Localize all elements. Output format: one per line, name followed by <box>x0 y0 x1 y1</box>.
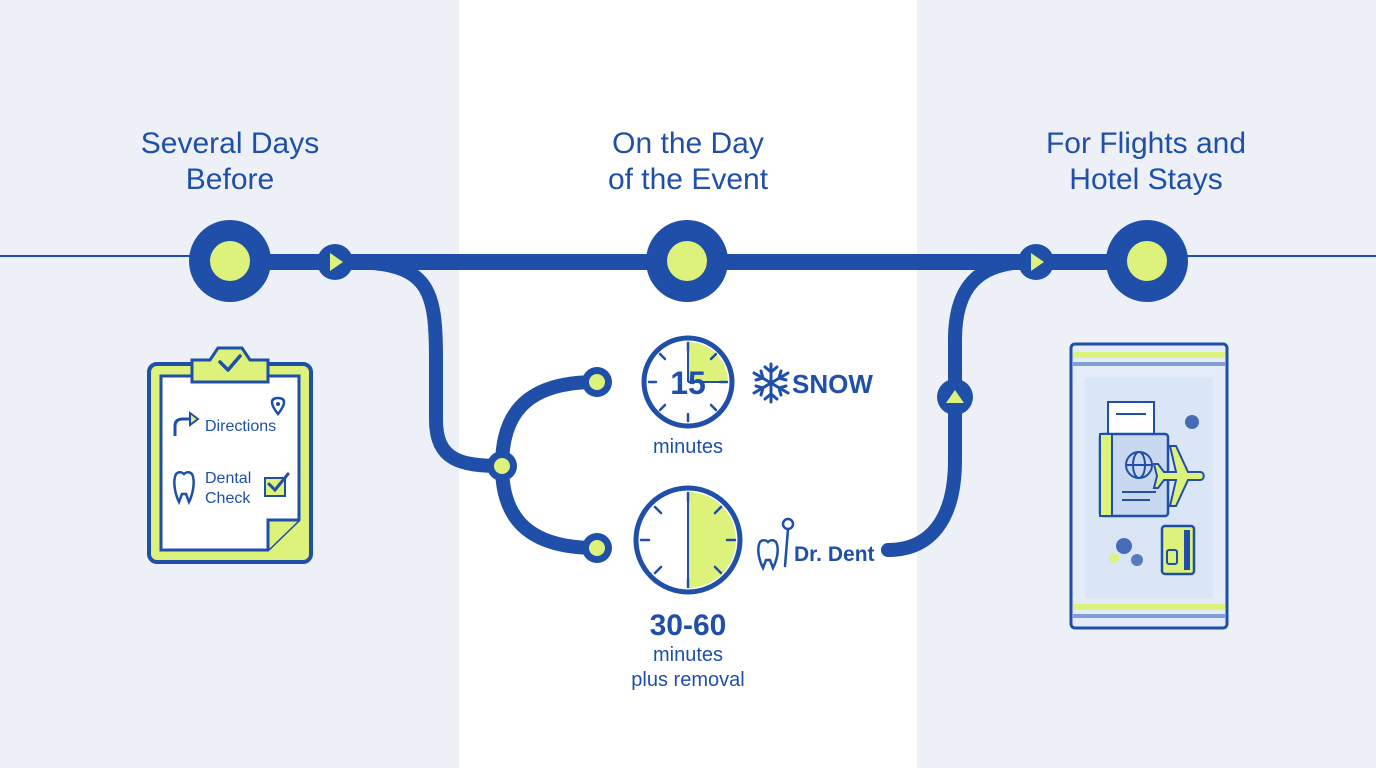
timer-long-number: 30-60 <box>650 609 727 642</box>
globe-icon <box>1125 451 1153 479</box>
fork-node <box>487 451 517 481</box>
location-pin-icon <box>270 396 286 417</box>
snow-brand: SNOW <box>792 369 873 399</box>
airplane-icon <box>1152 445 1205 507</box>
stage-node-2 <box>646 220 728 302</box>
stage-heading-several-days: Several Days Before <box>80 126 380 198</box>
timer-icon <box>633 485 743 595</box>
clipboard-icon <box>147 346 313 564</box>
stage-heading-flights-hotels: For Flights and Hotel Stays <box>996 126 1296 198</box>
stage-node-1 <box>189 220 271 302</box>
branch-down-track <box>343 255 509 473</box>
timer-long-unit: minutes <box>653 644 723 666</box>
heading-line: of the Event <box>607 163 769 196</box>
arrow-turn-icon <box>173 417 194 436</box>
heading-line: Before <box>185 163 275 196</box>
snowflake-icon <box>752 362 790 404</box>
timer-short-unit: minutes <box>653 436 723 458</box>
branch-end-node <box>582 367 612 397</box>
stage-node-3 <box>1106 220 1188 302</box>
dental-mirror-icon <box>757 517 795 572</box>
heading-line: Several Days <box>140 127 320 160</box>
timer-long-note: plus removal <box>631 669 744 691</box>
checklist-directions: Directions <box>205 418 276 435</box>
heading-line: On the Day <box>612 127 764 160</box>
check-icon <box>267 472 290 493</box>
checklist-dental-line2: Check <box>205 490 251 507</box>
tooth-icon <box>173 470 195 506</box>
heading-line: Hotel Stays <box>1069 163 1223 196</box>
credit-card-icon <box>1160 524 1196 576</box>
arrow-right-icon <box>1018 244 1054 280</box>
arrow-right-icon <box>317 244 353 280</box>
branch-end-node <box>582 533 612 563</box>
arrow-up-icon <box>937 379 973 415</box>
timer-icon <box>641 335 735 429</box>
timer-short-number: 15 <box>670 365 706 401</box>
dr-dent-brand: Dr. Dent <box>794 543 875 566</box>
heading-line: For Flights and <box>1045 127 1247 160</box>
travel-pouch-icon <box>1069 342 1229 630</box>
checklist-dental-line1: Dental <box>205 470 251 487</box>
check-icon <box>218 354 242 372</box>
stage-heading-event-day: On the Day of the Event <box>538 126 838 198</box>
